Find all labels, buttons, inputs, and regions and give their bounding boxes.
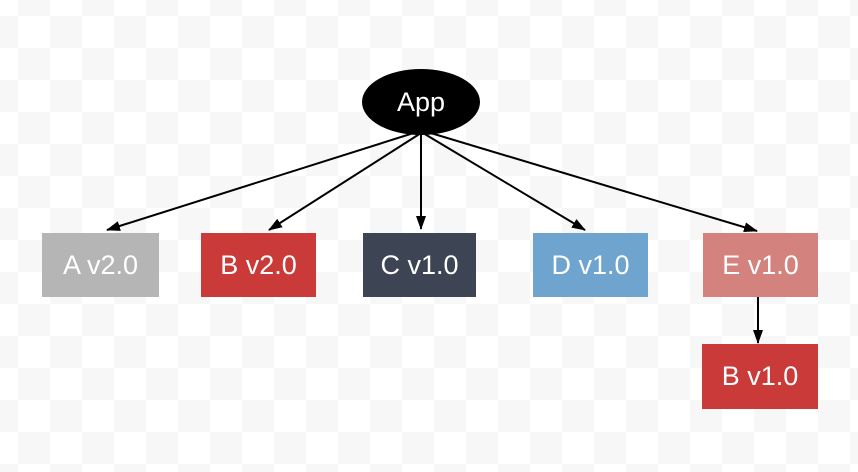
node-e-v1-0: E v1.0 — [703, 233, 818, 297]
node-b-v1-0: B v1.0 — [702, 344, 818, 409]
node-c-v1-0: C v1.0 — [363, 233, 476, 297]
node-label: A v2.0 — [62, 249, 139, 280]
edge-app-to-a — [106, 130, 421, 231]
node-label: E v1.0 — [722, 249, 799, 280]
node-d-v1-0: D v1.0 — [533, 233, 648, 297]
node-label: App — [396, 86, 446, 117]
edge-app-to-d — [422, 132, 586, 231]
node-label: B v1.0 — [721, 361, 799, 391]
edge-app-to-e — [423, 130, 758, 233]
edge-app-to-b2 — [268, 132, 422, 231]
node-label: B v2.0 — [220, 249, 297, 280]
node-a-v2-0: A v2.0 — [42, 233, 159, 297]
node-label: D v1.0 — [551, 249, 630, 280]
node-app: App — [362, 69, 480, 135]
node-label: C v1.0 — [380, 249, 459, 280]
node-b-v2-0: B v2.0 — [201, 233, 316, 297]
